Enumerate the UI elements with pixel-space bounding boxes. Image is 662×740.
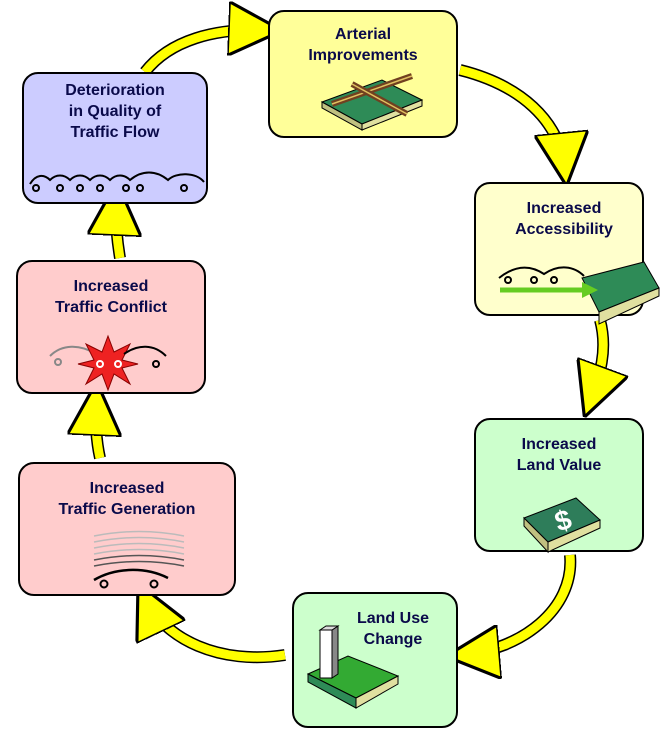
node-increased-traffic-conflict: Increased Traffic Conflict: [16, 260, 206, 394]
traffic-lines-icon: [93, 530, 185, 589]
road-interchange-icon: [320, 73, 424, 131]
car-queue-icon: [29, 171, 205, 192]
node-deterioration-traffic-flow: Deterioration in Quality of Traffic Flow: [22, 72, 208, 204]
node-label: Arterial Improvements: [308, 26, 418, 64]
node-increased-land-value: Increased Land Value $: [474, 418, 644, 554]
node-increased-accessibility: Increased Accessibility: [474, 182, 660, 325]
node-arterial-improvements: Arterial Improvements: [268, 10, 458, 138]
node-label: Deterioration in Quality of Traffic Flow: [65, 82, 165, 141]
node-label: Increased Accessibility: [515, 200, 613, 238]
building-on-land-icon: [306, 625, 400, 709]
node-increased-traffic-generation: Increased Traffic Generation: [18, 462, 236, 596]
node-label: Land Use Change: [356, 610, 429, 648]
node-land-use-change: Land Use Change: [292, 592, 458, 728]
car-crash-icon: [49, 334, 167, 392]
node-label: Increased Traffic Conflict: [54, 278, 167, 316]
dollar-sign-icon: $: [523, 497, 601, 554]
node-label: Increased Traffic Generation: [58, 480, 196, 518]
car-arrow-icon: [498, 261, 660, 325]
node-label: Increased Land Value: [516, 436, 602, 474]
